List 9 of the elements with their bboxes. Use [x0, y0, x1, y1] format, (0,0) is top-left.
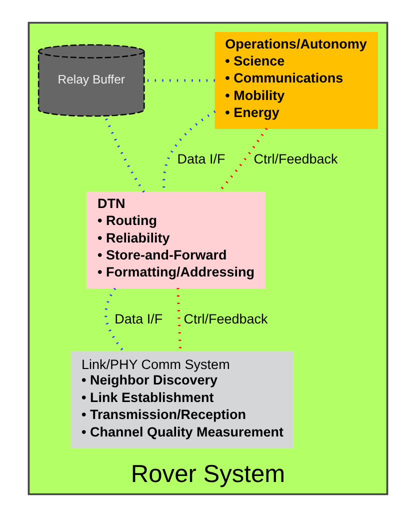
edge-label: Data I/F — [114, 311, 163, 326]
connector — [104, 116, 145, 193]
node-box: Operations/Autonomy • Science • Communications • Mobility • Energy — [214, 32, 378, 129]
edge-label: Ctrl/Feedback — [184, 311, 268, 326]
edge-label: Data I/F — [177, 152, 226, 167]
edge-label: Ctrl/Feedback — [254, 152, 338, 167]
connector — [104, 288, 125, 352]
node-box: DTN • Routing • Reliability • Store-and-Forward • Formatting/Addressing — [86, 192, 266, 289]
node-box: Link/PHY Comm System • Neighbor Discovery • Link Establishment • Transmission/Reception • Channel Quality Measurement — [71, 351, 294, 448]
